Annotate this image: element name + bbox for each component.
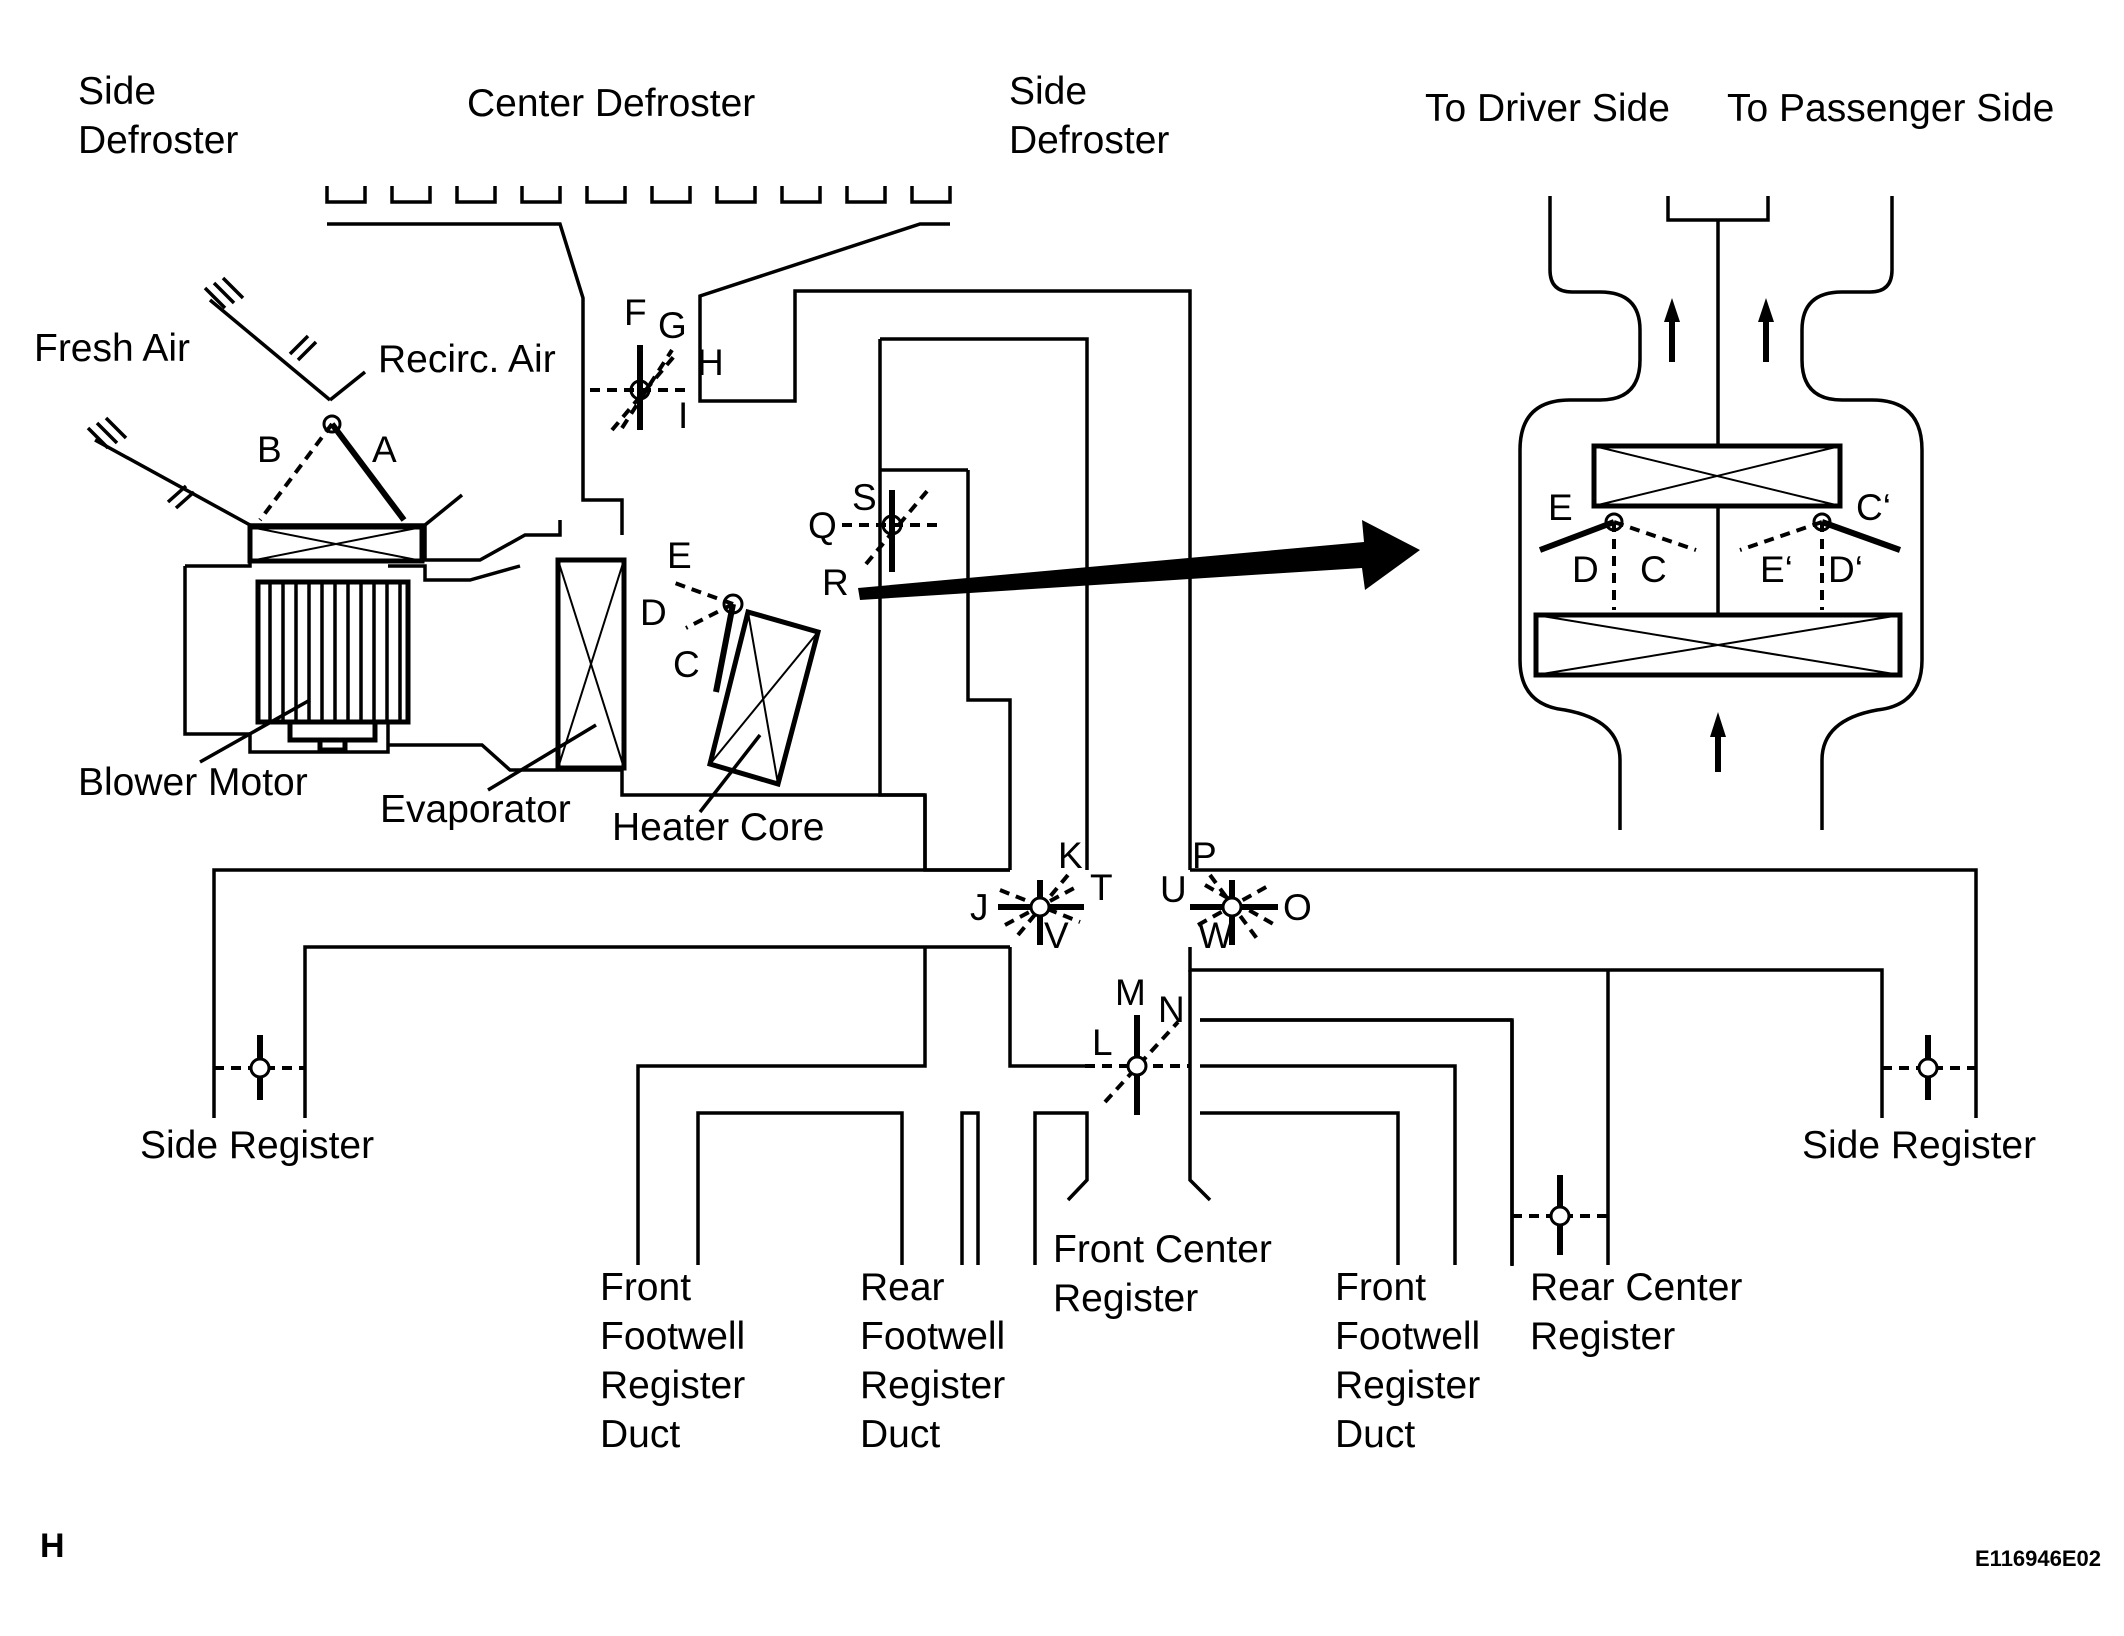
air-intake-ducts	[86, 276, 464, 527]
air-filter	[247, 524, 425, 564]
inset-detail	[1518, 196, 1924, 830]
damper-label-e: E	[667, 535, 692, 576]
damper-label-i: I	[678, 395, 688, 436]
damper-label-p: P	[1192, 835, 1217, 876]
damper-label-t: T	[1090, 867, 1113, 908]
damper-j-k-t-v	[998, 873, 1084, 945]
rear-footwell-line1: Rear	[860, 1266, 945, 1309]
side-register-right-damper	[1882, 1035, 1976, 1100]
lower-ducts	[212, 868, 1978, 1266]
rear-footwell-line2: Footwell	[860, 1315, 1005, 1358]
side-register-right-label: Side Register	[1802, 1124, 2036, 1167]
damper-label-j: J	[970, 887, 989, 928]
front-footwell-right-line1: Front	[1335, 1266, 1426, 1309]
to-driver-side-label: To Driver Side	[1425, 87, 1670, 130]
inset-label-e: E	[1548, 487, 1573, 528]
front-footwell-left-line3: Register	[600, 1364, 745, 1407]
blower-motor-label: Blower Motor	[78, 761, 308, 804]
damper-label-l: L	[1092, 1022, 1113, 1063]
heater-core-label: Heater Core	[612, 806, 824, 849]
blower-motor	[255, 579, 411, 753]
front-footwell-left-line2: Footwell	[600, 1315, 745, 1358]
front-center-register-line1: Front Center	[1053, 1228, 1272, 1271]
damper-label-q: Q	[808, 505, 837, 546]
damper-label-o: O	[1283, 887, 1312, 928]
evaporator-label: Evaporator	[380, 788, 571, 831]
damper-label-m: M	[1115, 972, 1146, 1013]
heater-core	[706, 608, 822, 788]
side-defroster-right-label-line2: Defroster	[1009, 119, 1169, 162]
damper-label-r: R	[822, 562, 849, 603]
evaporator-leader	[487, 723, 597, 792]
damper-label-u: U	[1160, 869, 1187, 910]
damper-label-a: A	[372, 429, 397, 470]
damper-label-f: F	[624, 292, 647, 333]
rear-center-register-line1: Rear Center	[1530, 1266, 1742, 1309]
center-defroster-label: Center Defroster	[467, 82, 755, 125]
side-defroster-right-label-line1: Side	[1009, 70, 1087, 113]
to-passenger-side-label: To Passenger Side	[1727, 87, 2054, 130]
damper-o-p-u-w	[1190, 873, 1278, 945]
damper-label-s: S	[852, 477, 877, 518]
damper-label-g: G	[658, 305, 687, 346]
figure-code: E116946E02	[1975, 1546, 2101, 1571]
front-footwell-right-line4: Duct	[1335, 1413, 1415, 1456]
damper-label-v: V	[1044, 915, 1069, 956]
front-footwell-left-line1: Front	[600, 1266, 691, 1309]
damper-label-h: H	[697, 342, 724, 383]
front-footwell-right-line3: Register	[1335, 1364, 1480, 1407]
inset-label-d: D	[1572, 549, 1599, 590]
damper-f-g-h-i	[590, 345, 690, 432]
rear-footwell-line3: Register	[860, 1364, 1005, 1407]
rear-center-damper	[1512, 1175, 1608, 1255]
front-footwell-right-line2: Footwell	[1335, 1315, 1480, 1358]
damper-label-w: W	[1198, 915, 1233, 956]
damper-q-r-s	[842, 488, 944, 572]
inset-label-e-prime: E‘	[1760, 549, 1793, 590]
blower-motor-leader	[199, 698, 311, 764]
inset-label-d-prime: D‘	[1828, 549, 1863, 590]
side-defroster-left-label-line1: Side	[78, 70, 156, 113]
damper-l-m-n	[1085, 1015, 1190, 1115]
side-defroster-left-label-line2: Defroster	[78, 119, 238, 162]
damper-label-d: D	[640, 592, 667, 633]
callout-arrow	[858, 520, 1420, 600]
front-center-register-line2: Register	[1053, 1277, 1198, 1320]
defroster-outlets	[325, 186, 952, 204]
damper-label-c: C	[673, 644, 700, 685]
inset-label-c: C	[1640, 549, 1667, 590]
damper-label-k: K	[1058, 835, 1083, 876]
side-register-left-damper	[214, 1035, 305, 1100]
rear-footwell-line4: Duct	[860, 1413, 940, 1456]
rear-center-register-line2: Register	[1530, 1315, 1675, 1358]
recirc-air-label: Recirc. Air	[378, 338, 556, 381]
front-footwell-left-line4: Duct	[600, 1413, 680, 1456]
inset-label-c-prime: C‘	[1856, 487, 1891, 528]
corner-mark: H	[40, 1527, 65, 1565]
fresh-air-label: Fresh Air	[34, 327, 190, 370]
heater-core-leader	[698, 733, 762, 814]
side-register-left-label: Side Register	[140, 1124, 374, 1167]
evaporator	[555, 557, 627, 771]
damper-label-n: N	[1158, 989, 1185, 1030]
damper-a-b	[258, 414, 407, 522]
damper-label-b: B	[257, 429, 282, 470]
damper-c-d-e	[671, 580, 744, 693]
